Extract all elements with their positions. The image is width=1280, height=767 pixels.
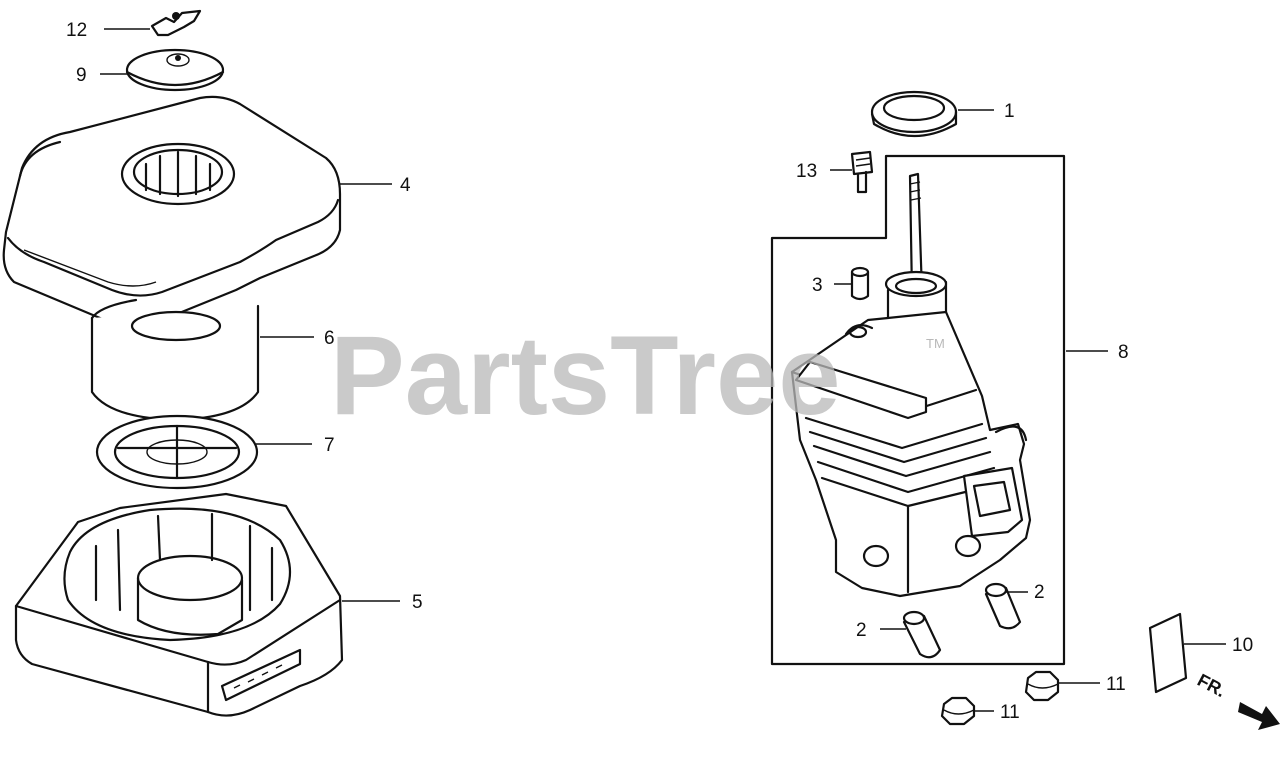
front-direction-indicator: FR. (1194, 670, 1280, 730)
callout-11a: 11 (1106, 674, 1126, 695)
callout-2b: 2 (856, 620, 867, 641)
watermark-text: PartsTree (330, 313, 841, 438)
callout-1: 1 (1004, 101, 1015, 122)
cylinder-part[interactable] (790, 172, 1032, 598)
callout-10: 10 (1232, 635, 1253, 656)
callout-8: 8 (1118, 342, 1129, 363)
callout-11b: 11 (1000, 702, 1020, 723)
nut-a-part[interactable] (1024, 670, 1060, 702)
callout-numbers: 12 9 4 6 7 5 1 13 3 8 2 2 10 11 11 (66, 20, 1253, 723)
direction-label: FR. (1194, 670, 1229, 701)
gasket-ring-part[interactable] (870, 90, 958, 138)
callout-5: 5 (412, 592, 423, 613)
filter-grid-part[interactable] (95, 414, 259, 490)
air-filter-element-part[interactable] (90, 298, 260, 422)
nut-b-part[interactable] (940, 696, 976, 726)
leader-lines-right (830, 109, 1226, 712)
dowel-pin-part[interactable] (850, 266, 870, 301)
air-cleaner-cover-part[interactable] (2, 95, 342, 326)
cover-plate-part[interactable] (125, 48, 225, 92)
label-card-part[interactable] (1148, 612, 1188, 694)
callout-13: 13 (796, 161, 817, 182)
leader-lines-left (100, 28, 400, 602)
dowel-pin-lower-a-part[interactable] (984, 582, 1022, 630)
callout-2a: 2 (1034, 582, 1045, 603)
cylinder-assembly-bracket (770, 154, 1066, 666)
arrow-right-icon (1238, 702, 1280, 730)
watermark: PartsTree TM (330, 313, 945, 438)
callout-3: 3 (812, 275, 823, 296)
wing-nut-part[interactable] (150, 9, 202, 37)
callout-4: 4 (400, 175, 411, 196)
dowel-pin-lower-b-part[interactable] (902, 610, 942, 659)
air-cleaner-case-part[interactable] (14, 492, 344, 717)
callout-9: 9 (76, 65, 87, 86)
callout-12: 12 (66, 20, 87, 41)
stud-bolt-part[interactable] (850, 150, 874, 194)
callout-6: 6 (324, 328, 335, 349)
watermark-trademark: TM (926, 336, 945, 351)
callout-7: 7 (324, 435, 335, 456)
